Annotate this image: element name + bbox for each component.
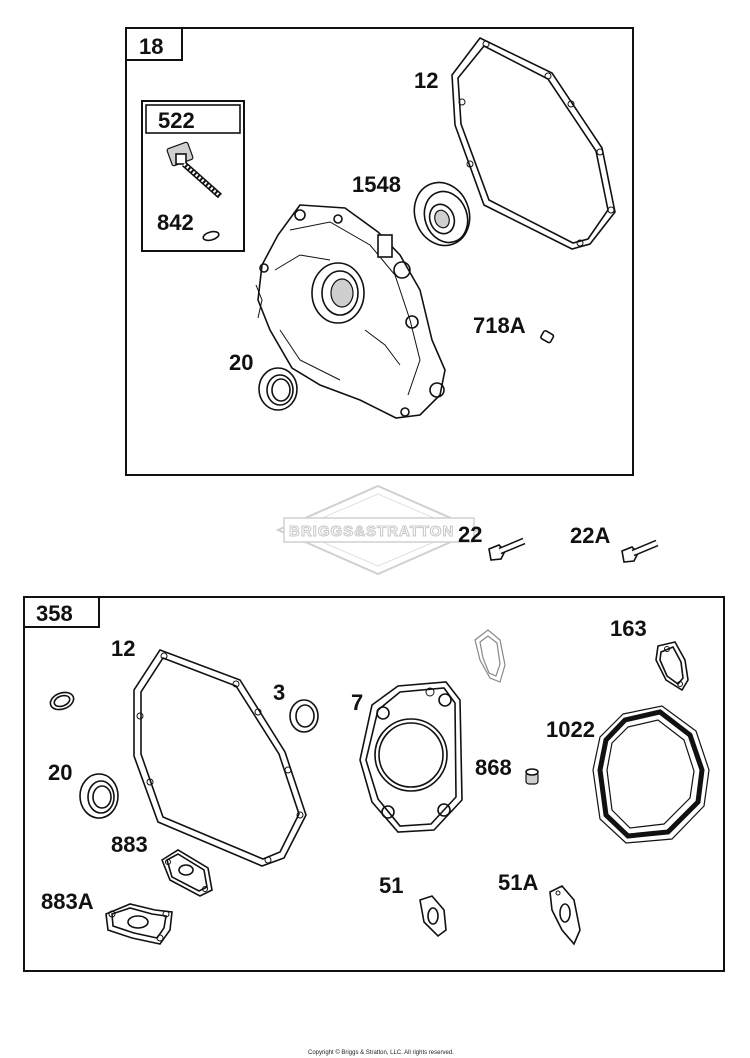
label-20-top: 20: [229, 350, 253, 375]
box-label-18: 18: [139, 34, 163, 59]
label-22: 22: [458, 522, 482, 547]
inset-box-522: 522: [141, 100, 245, 252]
gasket-faint: [474, 629, 506, 683]
crankcase-part: [255, 204, 446, 419]
label-842: 842: [157, 210, 194, 235]
label-163: 163: [610, 616, 647, 641]
dowel-pin-718A: [540, 329, 555, 344]
gasket-163: [655, 641, 689, 692]
oil-dipstick-part: [166, 141, 222, 199]
o-ring-small: [49, 691, 75, 711]
oil-seal-20-bottom: [79, 773, 119, 819]
gasket-12-top: [451, 36, 616, 250]
gasket-51A: [549, 885, 581, 946]
label-868: 868: [475, 755, 512, 780]
gasket-883A: [105, 903, 173, 945]
watermark-text: BRIGGS&STRATTON: [289, 523, 454, 540]
label-7: 7: [351, 690, 363, 715]
valve-seal-868: [525, 768, 539, 785]
head-gasket-7: [359, 681, 463, 833]
valve-cover-gasket-1022: [592, 705, 710, 844]
gasket-51: [419, 895, 447, 938]
oil-seal-3: [289, 699, 319, 733]
kit-box-18: 18: [125, 27, 634, 476]
brand-watermark: BRIGGS&STRATTON: [275, 484, 481, 576]
label-51A: 51A: [498, 870, 538, 895]
label-1548: 1548: [352, 172, 401, 197]
label-20-bottom: 20: [48, 760, 72, 785]
screw-22: [488, 537, 526, 561]
bearing-1548: [413, 181, 471, 247]
label-12-bottom: 12: [111, 636, 135, 661]
kit-box-358: 358: [23, 596, 725, 972]
oil-seal-20-top: [258, 367, 298, 411]
label-3: 3: [273, 680, 285, 705]
label-883: 883: [111, 832, 148, 857]
label-718A: 718A: [473, 313, 526, 338]
box-label-522: 522: [158, 108, 195, 133]
gasket-883: [161, 849, 213, 897]
label-22A: 22A: [570, 523, 610, 548]
label-51: 51: [379, 873, 403, 898]
box-label-358: 358: [36, 601, 73, 626]
label-883A: 883A: [41, 889, 94, 914]
label-1022: 1022: [546, 717, 595, 742]
screw-22A: [621, 539, 659, 563]
o-ring-842: [202, 230, 220, 242]
gasket-12-bottom: [133, 649, 307, 867]
label-12-top: 12: [414, 68, 438, 93]
copyright-text: Copyright © Briggs & Stratton, LLC. All …: [308, 1049, 454, 1056]
